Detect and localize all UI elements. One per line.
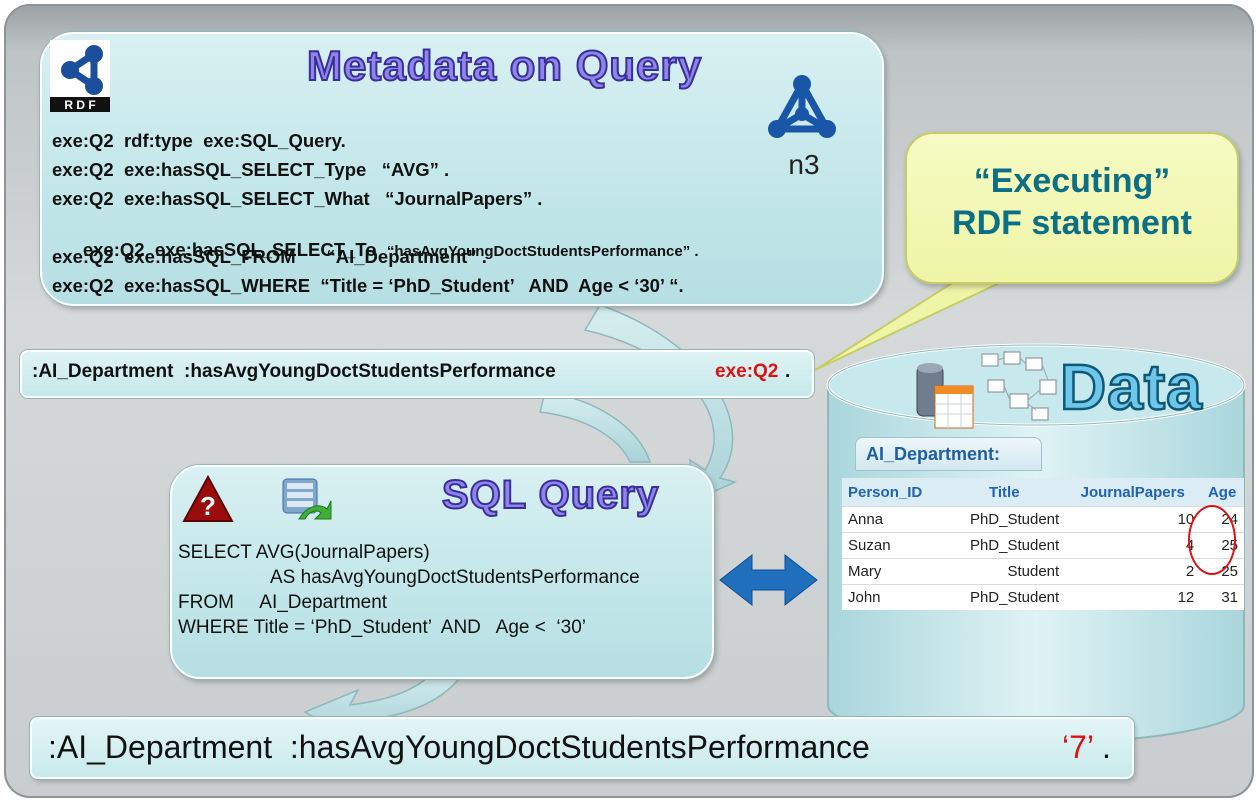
table-cell: Suzan (842, 532, 944, 559)
metadata-line-5: exe:Q2 exe:hasSQL_FROM “AI_Department” . (52, 246, 487, 267)
metadata-on-query-panel: R D F Metadata on Query n3 exe:Q2 rdf:ty… (40, 32, 884, 306)
data-title: Data (1059, 350, 1203, 425)
database-refresh-icon (282, 478, 332, 520)
result-statement-end: . (1102, 729, 1111, 765)
curved-arrow-statement-to-sql (539, 391, 652, 463)
result-statement-object: ‘7’ (1062, 729, 1095, 765)
result-statement-subject: :AI_Department :hasAvgYoungDoctStudentsP… (48, 729, 888, 765)
help-icon: ? (182, 475, 234, 522)
table-tab-label: AI_Department: (866, 444, 1001, 464)
n3-logo-icon: n3 (768, 75, 836, 180)
table-header-row: Person_ID Title JournalPapers Age (842, 478, 1244, 507)
metadata-line-3: exe:Q2 exe:hasSQL_SELECT_What “JournalPa… (52, 188, 543, 209)
table-row: Suzan PhD_Student 4 25 (842, 532, 1244, 559)
sql-query-panel: ? SQL Query SELECT AVG(JournalPapers) AS… (170, 465, 714, 679)
metadata-line-6: exe:Q2 exe:hasSQL_WHERE “Title = ‘PhD_St… (52, 275, 684, 296)
table-cell: Anna (842, 506, 944, 533)
sql-line-as: AS hasAvgYoungDoctStudentsPerformance (270, 567, 640, 588)
query-statement-end: . (785, 361, 791, 382)
highlight-circle (1188, 505, 1236, 575)
callout-line-2: RDF statement (952, 204, 1192, 242)
query-statement-subject: :AI_Department :hasAvgYoungDoctStudentsP… (32, 361, 567, 382)
table-cell: PhD_Student (943, 506, 1066, 533)
table-cell: Student (943, 558, 1066, 585)
sql-line-from: FROM AI_Department (178, 592, 388, 613)
column-header[interactable]: Age (1200, 478, 1244, 507)
query-statement: :AI_Department :hasAvgYoungDoctStudentsP… (20, 350, 814, 398)
table-row: Mary Student 2 25 (842, 558, 1244, 585)
metadata-line-4-object: “hasAvgYoungDoctStudentsPerformance” . (386, 243, 699, 260)
table-cell: PhD_Student (943, 584, 1066, 610)
double-arrow-icon (719, 553, 818, 607)
table-cell: John (842, 584, 944, 610)
table-cell: Mary (842, 558, 944, 585)
table-tab[interactable]: AI_Department: (855, 437, 1042, 471)
table-cell: 10 (1065, 506, 1201, 533)
table-cell: 12 (1065, 584, 1201, 610)
metadata-title: Metadata on Query (306, 41, 703, 90)
metadata-line-4-predicate: exe:Q2 exe:hasSQL_SELECT_To (82, 239, 377, 260)
metadata-line-2: exe:Q2 exe:hasSQL_SELECT_Type “AVG” . (52, 159, 450, 180)
executing-callout: “Executing” RDF statement (905, 132, 1239, 284)
metadata-line-1: exe:Q2 rdf:type exe:SQL_Query. (52, 130, 346, 151)
sql-query-title: SQL Query (441, 472, 660, 518)
sql-line-select: SELECT AVG(JournalPapers) (178, 542, 430, 563)
callout-line-1: “Executing” (973, 162, 1171, 200)
rdf-logo-icon: R D F (50, 40, 110, 112)
column-header[interactable]: Person_ID (842, 478, 944, 507)
svg-text:?: ? (200, 491, 216, 521)
schema-diagram-icon (981, 351, 1057, 421)
metadata-line-4: exe:Q2 exe:hasSQL_SELECT_To “hasAvgYoung… (52, 217, 699, 283)
result-statement: :AI_Department :hasAvgYoungDoctStudentsP… (30, 717, 1134, 779)
column-header[interactable]: JournalPapers (1065, 478, 1201, 507)
table-cell: 4 (1065, 532, 1201, 559)
table-row: Anna PhD_Student 10 24 (842, 506, 1244, 533)
sql-line-where: WHERE Title = ‘PhD_Student’ AND Age < ‘3… (178, 617, 586, 638)
query-statement-object: exe:Q2 (715, 361, 779, 382)
table-cell: 2 (1065, 558, 1201, 585)
data-table: Person_ID Title JournalPapers Age Anna P… (842, 478, 1244, 610)
database-table-icon (916, 363, 974, 429)
column-header[interactable]: Title (943, 478, 1066, 507)
table-row: John PhD_Student 12 31 (842, 584, 1244, 610)
n3-logo-text: n3 (788, 149, 819, 180)
rdf-logo-text: R D F (64, 98, 95, 112)
table-cell: PhD_Student (943, 532, 1066, 559)
table-cell: 31 (1200, 584, 1244, 610)
